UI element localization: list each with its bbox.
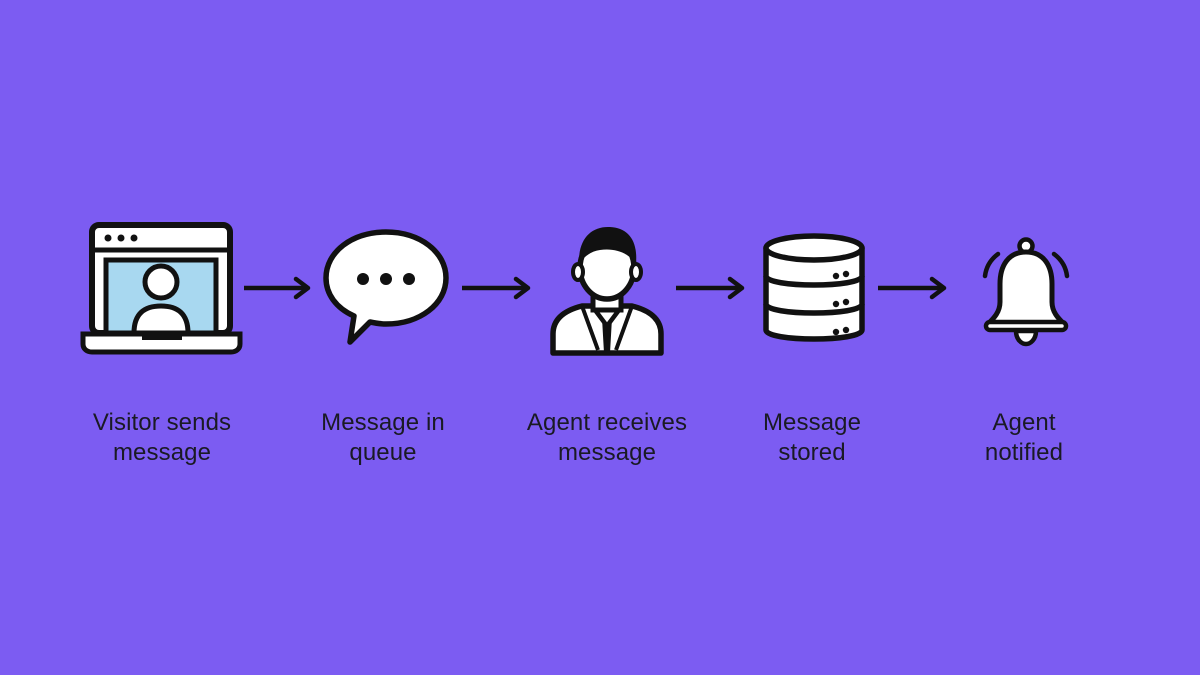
step-label-line: Message in bbox=[321, 409, 445, 436]
step-label-line: Agent receives bbox=[526, 409, 688, 436]
chat-bubble-icon bbox=[323, 229, 449, 345]
agent-icon bbox=[550, 226, 664, 356]
arrow-icon bbox=[676, 276, 745, 300]
step-label-line: notified bbox=[984, 439, 1064, 466]
step-label-line: message bbox=[557, 439, 657, 466]
step-label-line: stored bbox=[778, 439, 846, 466]
step-label-line: queue bbox=[349, 439, 417, 466]
step-label-line: Visitor sends bbox=[92, 409, 232, 436]
database-icon bbox=[763, 233, 865, 342]
step-label: Agent receives message bbox=[487, 408, 727, 468]
arrow-icon bbox=[244, 276, 311, 300]
laptop-user-icon bbox=[80, 222, 243, 355]
step-label: Visitor sends message bbox=[42, 408, 282, 468]
step-label: Message stored bbox=[692, 408, 932, 468]
arrow-icon bbox=[878, 276, 947, 300]
step-label-line: message bbox=[112, 439, 212, 466]
step-label-line: Message bbox=[762, 409, 862, 436]
step-label: Message in queue bbox=[263, 408, 503, 468]
step-label: Agent notified bbox=[904, 408, 1144, 468]
bell-icon bbox=[982, 237, 1070, 347]
arrow-icon bbox=[462, 276, 531, 300]
step-label-line: Agent bbox=[992, 409, 1056, 436]
